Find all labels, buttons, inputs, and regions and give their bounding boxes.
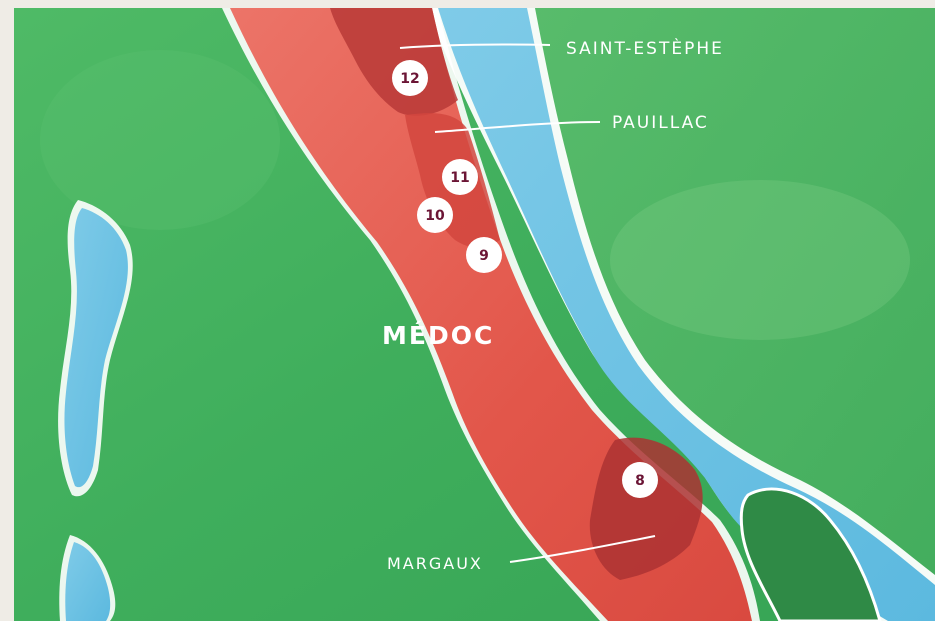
marker-10-badge <box>417 197 453 233</box>
marker-11-label: 11 <box>450 170 469 186</box>
marker-8[interactable]: 8 <box>622 462 658 498</box>
label-margaux: MARGAUX <box>387 554 483 573</box>
appellation-margaux <box>589 437 703 580</box>
marker-12-label: 12 <box>400 71 419 87</box>
west-lake-1 <box>64 208 128 488</box>
marker-9-label: 9 <box>479 248 489 264</box>
marker-9[interactable]: 9 <box>466 237 502 273</box>
label-pauillac: PAUILLAC <box>612 113 709 133</box>
leader-line-saint-estephe <box>399 43 551 49</box>
marker-10[interactable]: 10 <box>417 197 453 233</box>
marker-11-badge <box>442 159 478 195</box>
marker-11[interactable]: 11 <box>442 159 478 195</box>
marker-10-label: 10 <box>425 208 445 224</box>
marker-8-badge <box>622 462 658 498</box>
east-land-wash <box>610 180 910 340</box>
leader-line-margaux <box>509 535 656 563</box>
marker-12[interactable]: 12 <box>392 60 428 96</box>
east-bank-land <box>535 8 935 621</box>
west-land-wash <box>40 50 280 230</box>
marker-9-badge <box>466 237 502 273</box>
marker-8-label: 8 <box>635 473 645 489</box>
marker-12-badge <box>392 60 428 96</box>
west-lake-2 <box>65 542 111 621</box>
region-label-medoc: MÉDOC <box>382 321 494 350</box>
leader-line-pauillac <box>434 121 601 133</box>
appellation-saint-estephe <box>330 8 458 116</box>
gironde-estuary <box>438 8 935 621</box>
label-saint-estephe: SAINT-ESTÈPHE <box>566 37 724 59</box>
